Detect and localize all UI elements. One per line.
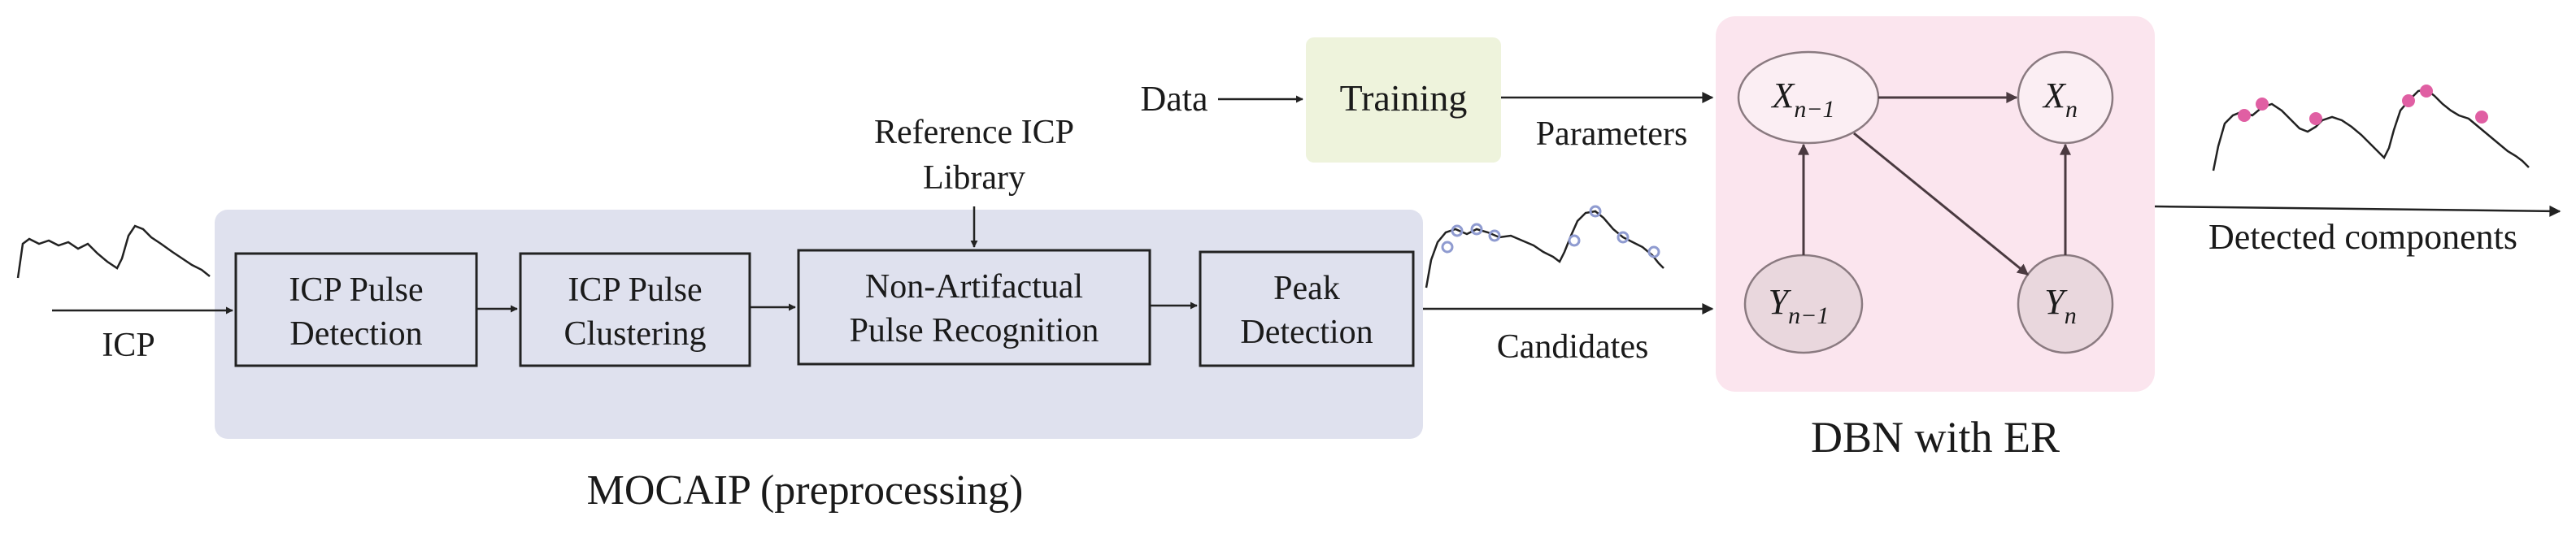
mocaip-title: MOCAIP (preprocessing) (587, 467, 1024, 514)
step-recognition-line2: Pulse Recognition (850, 312, 1099, 349)
node-x-prev-sub: n−1 (1794, 96, 1834, 123)
dbn-title: DBN with ER (1811, 413, 2060, 462)
training-label: Training (1340, 77, 1468, 119)
component-marker (2256, 98, 2269, 111)
step-recognition-line1: Non-Artifactual (865, 268, 1083, 306)
component-marker (2402, 94, 2415, 107)
node-x-n (2017, 50, 2114, 145)
node-y-n-label: Yn (2044, 282, 2076, 329)
candidate-markers (1441, 205, 1660, 258)
step-pulse-clustering-line1: ICP Pulse (568, 271, 702, 309)
component-marker (2238, 109, 2251, 122)
step-pulse-detection-line1: ICP Pulse (289, 271, 423, 309)
step-pulse-detection-box (234, 252, 478, 367)
reference-library-line2: Library (923, 159, 1025, 197)
node-y-prev-sub: n−1 (1788, 302, 1829, 329)
node-x-n-sub: n (2065, 96, 2078, 123)
training-box (1306, 37, 1501, 163)
step-pulse-clustering-box (519, 252, 751, 367)
detected-arrow (2154, 205, 2561, 217)
candidate-marker (1441, 241, 1454, 254)
candidate-marker (1470, 223, 1483, 236)
node-x-prev-label: Xn−1 (1770, 76, 1834, 123)
node-y-prev-label: Yn−1 (1769, 282, 1830, 329)
component-markers (2238, 85, 2488, 125)
node-y-n-sub: n (2065, 302, 2077, 329)
node-x-n-label: Xn (2042, 76, 2078, 123)
edge-xprev-to-yn (1853, 132, 2030, 276)
reference-library-line1: Reference ICP (874, 114, 1074, 151)
candidate-marker (1568, 234, 1581, 247)
component-marker (2475, 111, 2488, 124)
step-peak-detection-line1: Peak (1273, 270, 1340, 307)
candidate-marker (1589, 205, 1602, 218)
step-recognition-box (797, 249, 1151, 366)
candidate-marker (1647, 245, 1660, 258)
candidates-waveform (1425, 210, 1664, 289)
data-label: Data (1140, 79, 1208, 119)
candidate-marker (1451, 224, 1464, 237)
detected-label: Detected components (2208, 217, 2517, 257)
parameters-label: Parameters (1536, 115, 1688, 153)
step-pulse-clustering-line2: Clustering (564, 315, 707, 353)
step-peak-detection-box (1199, 250, 1415, 367)
icp-input-waveform (16, 224, 211, 279)
candidates-label: Candidates (1497, 328, 1649, 366)
step-pulse-detection-line2: Detection (289, 315, 422, 353)
icp-input-label: ICP (102, 327, 154, 364)
candidate-marker (1488, 229, 1501, 242)
component-marker (2420, 85, 2433, 98)
candidate-marker (1617, 231, 1630, 244)
component-marker (2309, 112, 2322, 125)
step-peak-detection-line2: Detection (1240, 314, 1373, 351)
